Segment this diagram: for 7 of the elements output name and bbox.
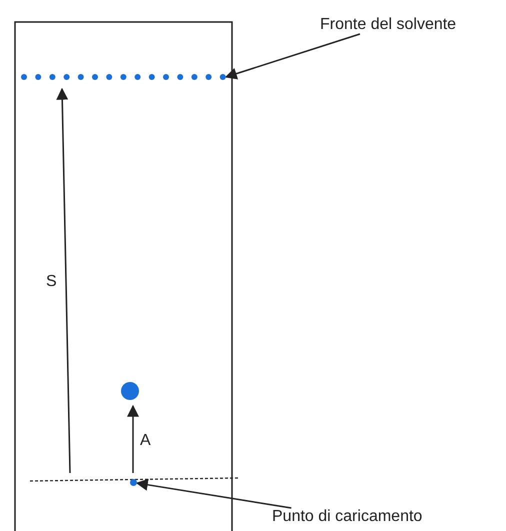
- dimension-label: S: [46, 273, 57, 291]
- leader-arrow: [224, 33, 360, 80]
- callout-label: Punto di caricamento: [272, 508, 422, 526]
- loading-point: [130, 479, 137, 486]
- dimension-label: A: [140, 432, 151, 450]
- callout-label: Fronte del solvente: [320, 16, 456, 34]
- leader-arrow: [136, 478, 292, 509]
